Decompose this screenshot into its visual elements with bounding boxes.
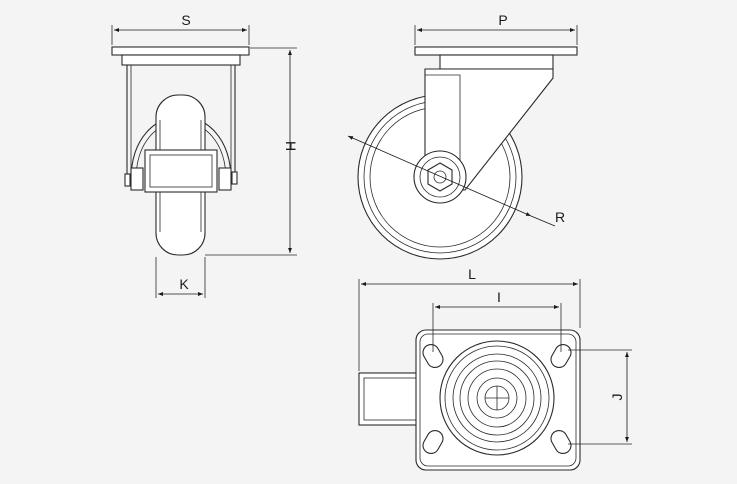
dimension-K: K xyxy=(155,257,206,298)
dimension-R: R xyxy=(347,135,565,227)
dim-label-r: R xyxy=(555,209,565,225)
dimension-J: J xyxy=(568,349,632,445)
dim-label-l: L xyxy=(468,266,476,282)
mounting-slot xyxy=(550,343,572,369)
dimension-S: S xyxy=(111,12,250,45)
mounting-slot xyxy=(422,429,444,455)
dim-label-h: H xyxy=(283,141,299,151)
mounting-slot xyxy=(550,429,572,455)
mounting-slot xyxy=(422,343,444,369)
dim-label-i: I xyxy=(497,289,501,305)
dim-label-j: J xyxy=(609,394,625,401)
dim-label-k: K xyxy=(179,276,189,292)
dim-label-p: P xyxy=(498,12,507,28)
dimension-I: I xyxy=(432,289,562,352)
dim-label-s: S xyxy=(181,12,190,28)
top-view xyxy=(358,329,581,471)
dimension-L: L xyxy=(358,266,581,371)
dimension-H: H xyxy=(205,47,299,256)
dimension-P: P xyxy=(414,12,578,45)
side-view xyxy=(357,46,578,260)
front-view xyxy=(111,46,250,256)
